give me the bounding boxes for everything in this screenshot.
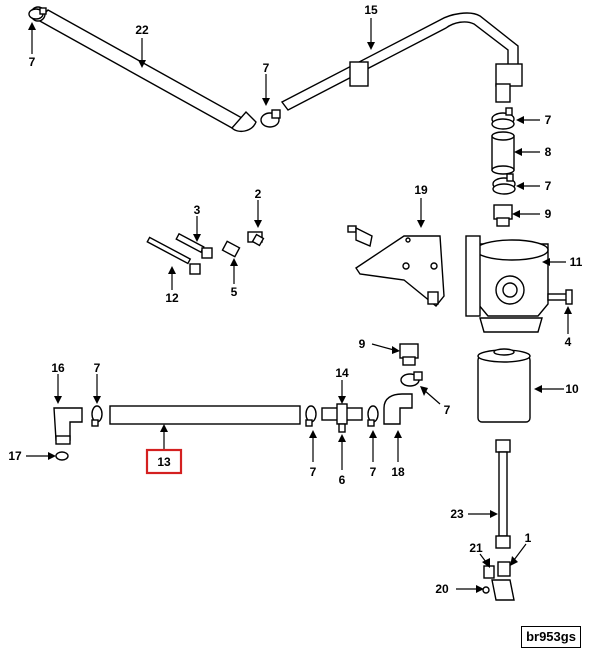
bolt-2	[247, 231, 265, 247]
clamp-7-lower-2	[305, 405, 317, 427]
oring-17	[55, 451, 69, 461]
callout-8: 8	[545, 145, 552, 159]
stud-3	[175, 232, 213, 259]
callout-14: 14	[335, 366, 349, 380]
stud-12	[146, 236, 201, 275]
clamp-7-lower-3	[367, 405, 379, 427]
drain-tube-23	[495, 439, 511, 549]
clamp-7-top-center	[260, 109, 281, 128]
callout-16: 16	[51, 361, 65, 375]
fitting-21	[483, 565, 495, 579]
hose-13	[109, 405, 301, 425]
clamp-7-lower-1	[91, 405, 103, 427]
callout-13-highlight-box	[145, 448, 183, 475]
callout-labels: 7 22 15 7 7 8 7 9 19 2 3 11 5 12 4 9 10 …	[8, 3, 582, 596]
callout-7-lower-1: 7	[94, 361, 101, 375]
callout-2: 2	[255, 187, 262, 201]
callout-11: 11	[570, 255, 583, 269]
plug-6	[338, 423, 346, 433]
callout-21: 21	[469, 541, 483, 555]
callout-17: 17	[8, 449, 22, 463]
elbow-16	[53, 407, 83, 445]
fitting-9-lower	[399, 343, 419, 366]
callout-4: 4	[565, 335, 572, 349]
callout-5: 5	[231, 285, 238, 299]
callout-7-lower-3: 7	[370, 465, 377, 479]
callout-7-right-1: 7	[545, 113, 552, 127]
callout-15: 15	[364, 3, 378, 17]
callout-22: 22	[135, 23, 149, 37]
clamp-7-right-2	[492, 173, 516, 195]
callout-18: 18	[391, 465, 405, 479]
bolt-4	[547, 289, 573, 305]
callout-12: 12	[165, 291, 179, 305]
callout-19: 19	[414, 183, 428, 197]
fitting-1	[497, 561, 511, 577]
sleeve-8	[491, 131, 515, 175]
callout-1: 1	[525, 531, 532, 545]
callout-7-top-left: 7	[29, 55, 36, 69]
reference-code: br953gs	[521, 626, 581, 648]
tee-14	[321, 403, 363, 425]
callout-6: 6	[339, 473, 346, 487]
callout-3: 3	[194, 203, 201, 217]
nut-5	[221, 240, 241, 258]
leaders	[26, 18, 572, 593]
filter-element-10	[477, 348, 531, 423]
clamp-7-right-1	[491, 107, 515, 130]
callout-7-lower-4: 7	[444, 403, 451, 417]
clamp-7-lower-4	[400, 371, 423, 387]
callout-23: 23	[450, 507, 464, 521]
callout-7-right-2: 7	[545, 179, 552, 193]
bracket-19	[347, 225, 445, 307]
fitting-9-upper	[493, 204, 513, 227]
drain-valve-20	[482, 579, 515, 601]
callout-7-lower-2: 7	[310, 465, 317, 479]
hose-15	[280, 12, 523, 111]
clamp-7-top-left	[28, 7, 47, 20]
callout-20: 20	[435, 582, 449, 596]
callout-9-lower: 9	[359, 337, 366, 351]
callout-9-upper: 9	[545, 207, 552, 221]
filter-head-11	[465, 235, 549, 333]
callout-10: 10	[565, 382, 579, 396]
callout-13: 13	[157, 455, 171, 469]
callout-7-top-center: 7	[263, 61, 270, 75]
elbow-hose-18	[383, 393, 413, 425]
